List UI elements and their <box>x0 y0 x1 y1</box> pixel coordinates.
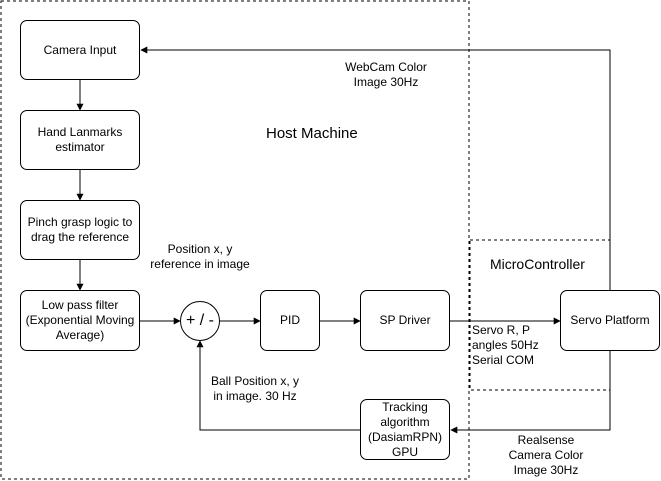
servo-angles-label: Servo R, P angles 50Hz Serial COM <box>472 323 539 367</box>
hand-landmarks-node: Hand Lanmarks estimator <box>20 110 140 170</box>
host-machine-label: Host Machine <box>266 125 358 142</box>
edge-tracking-to-sum <box>196 340 360 431</box>
microcontroller-region <box>469 239 611 391</box>
edge-servo-to-camera <box>140 46 611 290</box>
sp-driver-node: SP Driver <box>360 290 450 351</box>
servo-platform-node: Servo Platform <box>560 290 660 351</box>
low-pass-filter-node: Low pass filter (Exponential Moving Aver… <box>20 290 140 351</box>
microcontroller-label: MicroController <box>490 256 585 272</box>
position-reference-label: Position x, y reference in image <box>150 242 250 271</box>
realsense-edge-label: Realsense Camera Color Image 30Hz <box>508 433 584 477</box>
host-machine-region <box>0 0 470 480</box>
edge-servo-to-tracking <box>450 350 611 434</box>
webcam-edge-label: WebCam Color Image 30Hz <box>345 60 427 89</box>
tracking-algorithm-node: Tracking algorithm (DasiamRPN) GPU <box>360 399 450 460</box>
pid-node: PID <box>260 290 320 351</box>
ball-position-label: Ball Position x, y in image. 30 Hz <box>210 374 300 403</box>
pinch-grasp-node: Pinch grasp logic to drag the reference <box>20 200 140 260</box>
camera-input-node: Camera Input <box>20 20 140 80</box>
sum-junction: + / - <box>180 301 220 341</box>
